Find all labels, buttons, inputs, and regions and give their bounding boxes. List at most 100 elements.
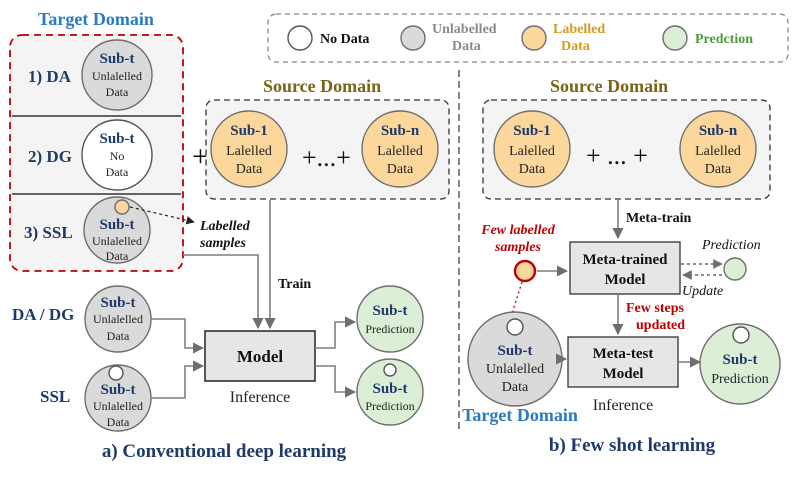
right-target-line1: Unlalelled [486,362,544,377]
labelled-samples-pointer [129,206,195,225]
ssl-input-line1: Unlalelled [93,399,143,413]
right-pred-circle [699,323,781,405]
right-pred-sub: Sub-t [722,352,757,368]
ssl-input-line2: Data [107,415,130,429]
ssl-target-line2: Data [106,249,129,263]
left-source-subn-circle [361,110,439,188]
dg-target-line2: Data [106,165,129,179]
left-pred-top-circle [356,285,424,353]
left-pred-top-sub: Sub-t [372,303,407,319]
left-pred-bottom-sub: Sub-t [372,381,407,397]
model-box [204,330,316,382]
train-arrow-from-target [183,254,264,330]
meta-train-label: Meta-train [626,211,692,226]
right-pred-line1: Prediction [711,372,769,387]
meta-trained-model-label-2: Model [605,272,646,288]
meta-trained-prediction-dot [723,257,747,281]
right-caption: b) Few shot learning [549,435,716,456]
dg-target-sub: Sub-t [99,131,134,147]
right-source-ellipsis: + ... + [586,141,648,170]
left-pred-top-line1: Prediction [365,322,414,336]
right-source-sub1-title: Sub-1 [513,123,551,139]
legend: No Data Unlabelled Data Labelled Data Pr… [267,13,789,63]
right-source-subn-title: Sub-n [699,123,738,139]
right-target-sub: Sub-t [497,343,532,359]
right-source-subn-circle [679,110,757,188]
da-dg-input-sub: Sub-t [100,295,135,311]
legend-no-data-label: No Data [320,32,369,47]
meta-test-model-label-2: Model [603,366,644,382]
few-steps-label-1: Few steps [626,301,684,316]
right-inference-label: Inference [593,397,653,414]
left-pred-bottom-sample-dot [383,363,397,377]
left-source-sub1-circle [210,110,288,188]
dg-target-line1: No [110,149,125,163]
few-labelled-label-1: Few labelled [480,223,555,238]
left-pred-bottom-circle [356,358,424,426]
da-dg-input-line2: Data [107,329,130,343]
left-plus-sign: + [192,140,209,173]
meta-trained-update-label: Update [682,284,723,299]
da-target-line2: Data [106,85,129,99]
da-dg-label: DA / DG [12,305,74,324]
right-source-subn-line1: Lalelled [695,144,741,159]
da-target-sub: Sub-t [99,51,134,67]
row-label-ssl: 3) SSL [24,223,73,242]
row-label-dg: 2) DG [28,147,72,166]
right-target-domain-title: Target Domain [462,405,578,425]
right-target-sample-dot [506,318,524,336]
legend-labelled-label-2: Data [561,39,590,54]
model-label: Model [237,347,284,366]
ssl-input-sub: Sub-t [100,382,135,398]
right-source-subn-line2: Data [705,162,732,177]
model-to-pred-bottom-line [315,365,357,398]
meta-trained-model-label-1: Meta-trained [583,252,669,268]
ssl-input-label: SSL [40,387,70,406]
right-source-sub1-circle [493,110,571,188]
left-caption: a) Conventional deep learning [102,441,347,462]
left-source-ellipsis: +...+ [302,143,351,172]
dg-target-circle [81,119,153,191]
meta-trained-model-box [569,241,681,295]
right-pred-sample-dot [732,326,750,344]
ssl-labelled-sample-dot [114,199,130,215]
left-source-subn-line1: Lalelled [377,144,423,159]
left-source-sub1-line1: Lalelled [226,144,272,159]
left-inference-label: Inference [230,389,290,406]
legend-prediction-label: Predction [695,32,753,47]
row-label-da: 1) DA [28,67,72,86]
ssl-target-sub: Sub-t [99,217,134,233]
left-source-sub1-title: Sub-1 [230,123,268,139]
labelled-samples-label-1: Labelled [199,219,251,234]
meta-test-model-box [567,336,679,388]
train-label: Train [278,277,311,292]
few-steps-label-2: updated [636,318,685,333]
left-source-subn-line2: Data [387,162,414,177]
right-target-line2: Data [502,380,529,395]
legend-unlabelled-label-2: Data [452,39,481,54]
left-target-domain-title: Target Domain [38,9,154,29]
few-labelled-label-2: samples [494,240,541,255]
meta-test-model-label-1: Meta-test [593,346,654,362]
legend-prediction-swatch [662,25,688,51]
right-source-sub1-line2: Data [519,162,546,177]
meta-trained-prediction-label: Prediction [701,238,761,253]
left-source-sub1-line2: Data [236,162,263,177]
legend-labelled-label: Labelled [553,22,605,37]
ssl-to-model-line [151,360,205,399]
labelled-samples-label-2: samples [199,236,246,251]
da-target-line1: Unlalelled [92,69,142,83]
few-labelled-sample-dot [513,259,537,283]
right-source-sub1-line1: Lalelled [509,144,555,159]
legend-unlabelled-label: Unlabelled [432,22,497,37]
left-pred-bottom-line1: Prediction [365,399,414,413]
da-dg-to-model-line [151,318,205,354]
ssl-target-circle [83,196,151,264]
left-source-domain-title: Source Domain [263,76,381,96]
legend-labelled-swatch [521,25,547,51]
ssl-target-line1: Unlalelled [92,234,142,248]
da-target-circle [81,39,153,111]
few-labelled-to-target-dotted [509,281,523,321]
legend-no-data-swatch [287,25,313,51]
